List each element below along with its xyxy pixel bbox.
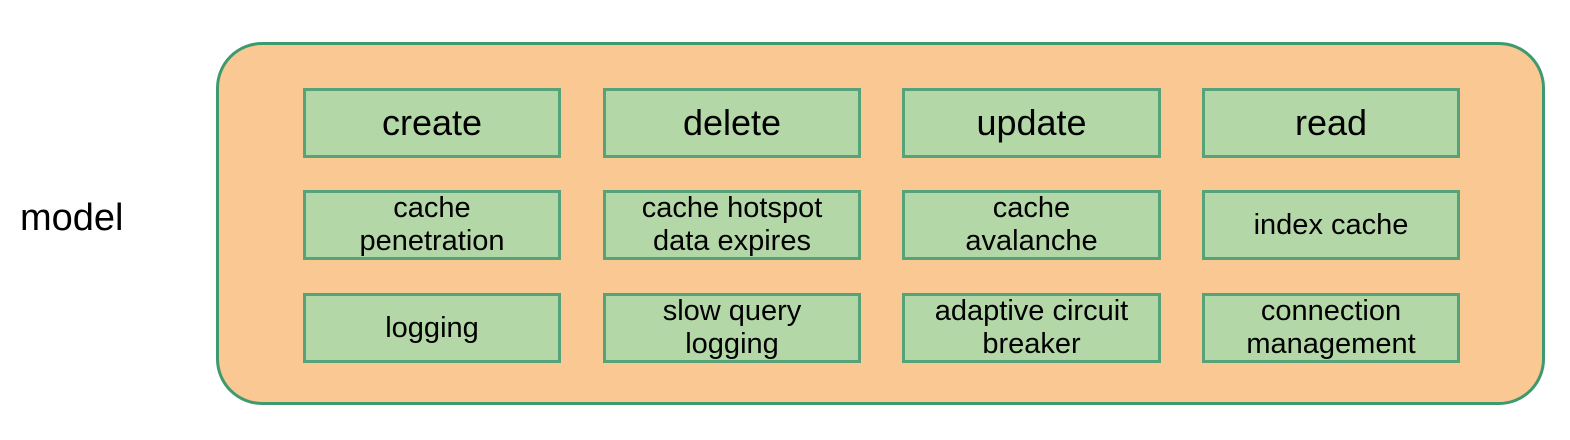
model-box-update[interactable]: update	[902, 88, 1161, 158]
model-box-cache-penetration[interactable]: cache penetration	[303, 190, 561, 260]
model-box-label: delete	[682, 102, 782, 143]
model-box-label: update	[976, 102, 1087, 143]
model-box-label: logging	[385, 311, 479, 344]
model-box-label: cache hotspot data expires	[641, 192, 823, 257]
model-box-connection-management[interactable]: connection management	[1202, 293, 1460, 363]
model-group-label: model	[20, 197, 124, 239]
model-box-index-cache[interactable]: index cache	[1202, 190, 1460, 260]
model-box-label: slow query logging	[662, 295, 802, 360]
model-box-adaptive-circuit-breaker[interactable]: adaptive circuit breaker	[902, 293, 1161, 363]
model-box-logging[interactable]: logging	[303, 293, 561, 363]
model-box-label: cache avalanche	[965, 192, 1098, 257]
model-box-label: cache penetration	[359, 192, 505, 257]
model-box-label: adaptive circuit breaker	[934, 295, 1129, 360]
model-box-cache-avalanche[interactable]: cache avalanche	[902, 190, 1161, 260]
model-panel: create delete update read cache penetrat…	[216, 42, 1545, 405]
model-box-delete[interactable]: delete	[603, 88, 861, 158]
model-box-slow-query-logging[interactable]: slow query logging	[603, 293, 861, 363]
model-box-label: read	[1294, 102, 1368, 143]
model-box-grid: create delete update read cache penetrat…	[219, 45, 1548, 408]
model-box-label: create	[381, 102, 483, 143]
model-box-label: index cache	[1253, 208, 1409, 241]
model-box-read[interactable]: read	[1202, 88, 1460, 158]
model-box-create[interactable]: create	[303, 88, 561, 158]
model-box-label: connection management	[1246, 295, 1416, 360]
model-box-cache-hotspot-data-expires[interactable]: cache hotspot data expires	[603, 190, 861, 260]
